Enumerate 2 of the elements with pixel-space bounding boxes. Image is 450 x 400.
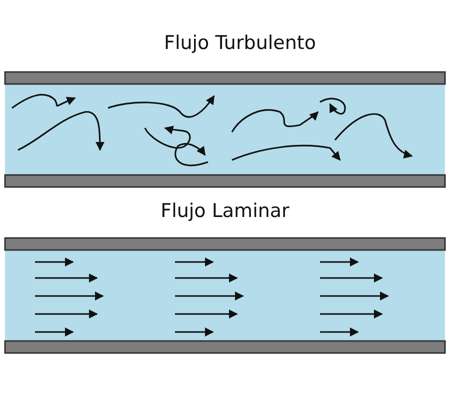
section-title: Flujo Turbulento [164,32,316,54]
section-title: Flujo Laminar [160,200,290,222]
